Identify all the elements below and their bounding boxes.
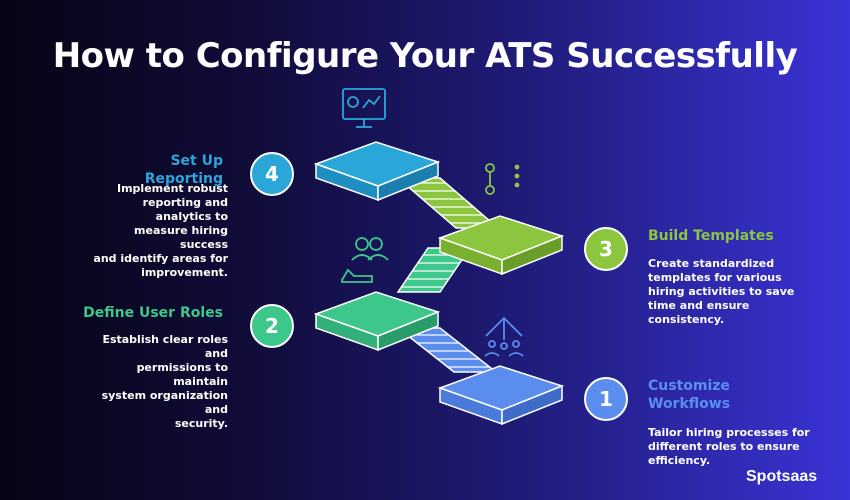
step-4-number: 4 bbox=[250, 152, 294, 196]
platform-2 bbox=[313, 291, 441, 352]
step-1-description: Tailor hiring processes for different ro… bbox=[648, 426, 810, 467]
step-2-description: Establish clear roles and permissions to… bbox=[101, 333, 228, 430]
step-3-description: Create standardized templates for variou… bbox=[648, 257, 795, 326]
step-3-number: 3 bbox=[584, 227, 628, 271]
step-3-title: Build Templates bbox=[648, 228, 774, 244]
step-4-title: Set Up Reporting bbox=[144, 153, 223, 187]
step-1-title: Customize Workflows bbox=[648, 378, 731, 412]
step-2-title: Define User Roles bbox=[83, 305, 223, 321]
analytics-monitor-icon bbox=[342, 88, 386, 128]
step-2-number: 2 bbox=[250, 304, 294, 348]
brand-logo: Spotsaas bbox=[746, 468, 818, 485]
platform-4 bbox=[313, 141, 441, 202]
process-flow-icon bbox=[485, 163, 520, 195]
team-growth-icon bbox=[484, 316, 524, 357]
users-icon bbox=[341, 237, 389, 283]
page-title: How to Configure Your ATS Successfully bbox=[52, 36, 798, 76]
step-1-number: 1 bbox=[584, 377, 628, 421]
step-4-description: Implement robust reporting and analytics… bbox=[93, 182, 228, 279]
platform-3 bbox=[437, 215, 565, 276]
platform-1 bbox=[437, 365, 565, 426]
